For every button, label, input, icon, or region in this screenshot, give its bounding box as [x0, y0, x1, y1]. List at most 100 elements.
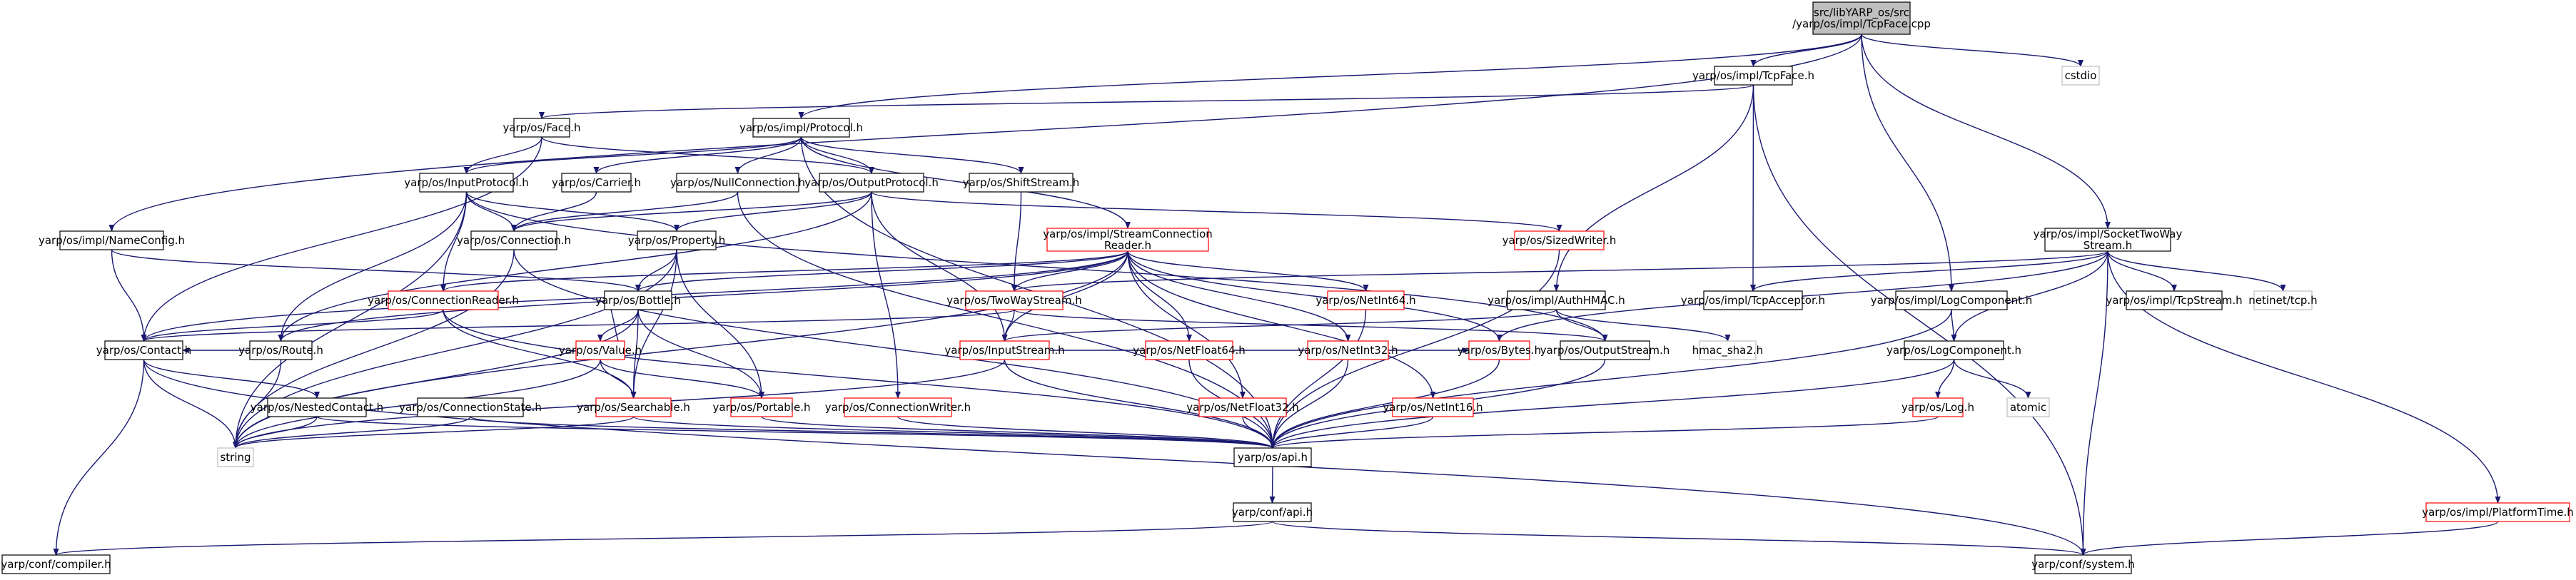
node-inputstream-h[interactable]: yarp/os/InputStream.h [944, 340, 1065, 360]
edge-streamconnreader_h-to-netfloat32_h [1127, 250, 1246, 399]
edge-protocol_h-to-shiftstream_h [800, 136, 1024, 174]
edge-searchable_h-to-string [233, 416, 635, 449]
node-label: yarp/os/ConnectionWriter.h [825, 401, 971, 414]
node-box [1514, 230, 1605, 250]
node-compiler-h[interactable]: yarp/conf/compiler.h [1, 554, 111, 574]
node-box [2006, 397, 2050, 417]
node-label: yarp/os/InputStream.h [944, 344, 1064, 357]
node-label: yarp/os/impl/TcpStream.h [2106, 294, 2242, 307]
edge-netint64_h-to-api_h [1270, 309, 1367, 449]
node-tcpface-h[interactable]: yarp/os/impl/TcpFace.h [1692, 66, 1814, 86]
node-label: yarp/os/impl/Protocol.h [739, 121, 863, 134]
node-outputstream-h[interactable]: yarp/os/OutputStream.h [1540, 340, 1670, 360]
edge-bottle_h-to-string [233, 309, 639, 449]
node-portable-h[interactable]: yarp/os/Portable.h [713, 397, 811, 417]
edge-tcpface_h-to-face_h [539, 84, 1754, 119]
edge-face_h-to-inputprotocol_h [463, 136, 542, 174]
node-label: /yarp/os/impl/TcpFace.cpp [1792, 18, 1931, 31]
edge-streamconnreader_h-to-netint32_h [1127, 250, 1351, 342]
edge-bottle_h-to-portable_h [637, 309, 764, 399]
node-label: yarp/os/Contact.h [96, 344, 192, 357]
node-carrier-h[interactable]: yarp/os/Carrier.h [552, 173, 641, 193]
node-connectionreader-h[interactable]: yarp/os/ConnectionReader.h [368, 290, 519, 310]
node-nameconfig-h[interactable]: yarp/os/impl/NameConfig.h [39, 230, 185, 250]
node-connection-h[interactable]: yarp/os/Connection.h [457, 230, 571, 250]
node-implogcomponent-h[interactable]: yarp/os/impl/LogComponent.h [1871, 290, 2033, 310]
node-shiftstream-h[interactable]: yarp/os/ShiftStream.h [963, 173, 1080, 193]
node-nullconnection-h[interactable]: yarp/os/NullConnection.h [670, 173, 805, 193]
node-netint16-h[interactable]: yarp/os/NetInt16.h [1383, 397, 1483, 417]
node-platformtime-h[interactable]: yarp/os/impl/PlatformTime.h [2422, 502, 2574, 522]
node-value-h[interactable]: yarp/os/Value.h [559, 340, 642, 360]
node-api-h[interactable]: yarp/os/api.h [1233, 447, 1312, 467]
node-bytes-h[interactable]: yarp/os/Bytes.h [1458, 340, 1541, 360]
edge-connectionstate_h-to-string [233, 416, 471, 449]
node-sizedwriter-h[interactable]: yarp/os/SizedWriter.h [1502, 230, 1617, 250]
edge-root-to-cstdio [1861, 34, 2083, 67]
edge-outputprotocol_h-to-sizedwriter_h [871, 191, 1562, 232]
node-tcpacceptor-h[interactable]: yarp/os/impl/TcpAcceptor.h [1681, 290, 1825, 310]
node-contact-h[interactable]: yarp/os/Contact.h [96, 340, 192, 360]
node-box [819, 173, 924, 193]
node-box [752, 118, 850, 138]
node-label: Reader.h [1104, 239, 1151, 252]
node-label: yarp/os/impl/NameConfig.h [39, 234, 185, 247]
node-authhmac-h[interactable]: yarp/os/impl/AuthHMAC.h [1487, 290, 1625, 310]
node-label: string [220, 451, 251, 464]
edge-authhmac_h-to-hmac_sha2_h [1555, 309, 1731, 342]
edge-sockettwoway_h-to-twowaystream_h [1011, 250, 2108, 292]
edge-sockettwoway_h-to-tcpacceptor_h [1750, 250, 2108, 292]
node-netint32-h[interactable]: yarp/os/NetInt32.h [1298, 340, 1398, 360]
node-box [1912, 397, 1964, 417]
edge-sockettwoway_h-to-tcpstream_h [2107, 250, 2177, 292]
edge-sockettwoway_h-to-netinet_tcp_h [2107, 250, 2286, 292]
node-label: yarp/os/NetInt32.h [1298, 344, 1398, 357]
node-box [965, 290, 1064, 310]
node-label: yarp/os/OutputProtocol.h [804, 176, 939, 189]
node-label: yarp/os/Connection.h [457, 234, 571, 247]
node-searchable-h[interactable]: yarp/os/Searchable.h [577, 397, 690, 417]
node-bottle-h[interactable]: yarp/os/Bottle.h [595, 290, 681, 310]
node-system-h[interactable]: yarp/conf/system.h [2031, 554, 2135, 574]
node-label: yarp/os/NetInt16.h [1383, 401, 1483, 414]
node-netfloat64-h[interactable]: yarp/os/NetFloat64.h [1133, 340, 1246, 360]
node-log-h[interactable]: yarp/os/Log.h [1901, 397, 1974, 417]
node-protocol-h[interactable]: yarp/os/impl/Protocol.h [739, 118, 863, 138]
node-label: yarp/os/LogComponent.h [1886, 344, 2021, 357]
edge-tcpface_h-to-tcpacceptor_h [1750, 84, 1757, 292]
node-netint64-h[interactable]: yarp/os/NetInt64.h [1315, 290, 1416, 310]
edge-face_h-to-contact_h [141, 136, 542, 342]
edge-property_h-to-portable_h [676, 249, 764, 399]
node-logcomponent-h[interactable]: yarp/os/LogComponent.h [1886, 340, 2021, 360]
edge-connectionstate_h-to-api_h [470, 416, 1276, 449]
edge-streamconnreader_h-to-connectionreader_h [440, 250, 1128, 292]
node-box [267, 397, 367, 417]
node-box [217, 447, 254, 467]
edge-value_h-to-searchable_h [600, 359, 637, 399]
edge-platformtime_h-to-system_h [2080, 521, 2499, 556]
node-nestedcontact-h[interactable]: yarp/os/NestedContact.h [251, 397, 383, 417]
node-netfloat32-h[interactable]: yarp/os/NetFloat32.h [1186, 397, 1299, 417]
node-twowaystream-h[interactable]: yarp/os/TwoWayStream.h [946, 290, 1082, 310]
node-conf-api-h[interactable]: yarp/conf/api.h [1232, 502, 1313, 522]
node-label: yarp/os/Bottle.h [595, 294, 681, 307]
node-outputprotocol-h[interactable]: yarp/os/OutputProtocol.h [804, 173, 939, 193]
node-box [1468, 340, 1530, 360]
node-property-h[interactable]: yarp/os/Property.h [628, 230, 725, 250]
node-tcpstream-h[interactable]: yarp/os/impl/TcpStream.h [2106, 290, 2243, 310]
node-connectionstate-h[interactable]: yarp/os/ConnectionState.h [399, 397, 542, 417]
node-inputprotocol-h[interactable]: yarp/os/InputProtocol.h [404, 173, 529, 193]
edge-sockettwoway_h-to-logcomponent_h [1951, 250, 2108, 342]
node-box [2061, 66, 2100, 86]
edge-outputprotocol_h-to-connectionwriter_h [871, 191, 901, 399]
node-box [2126, 290, 2223, 310]
node-label: yarp/os/NestedContact.h [251, 401, 383, 414]
node-box [637, 230, 717, 250]
node-connectionwriter-h[interactable]: yarp/os/ConnectionWriter.h [825, 397, 971, 417]
node-route-h[interactable]: yarp/os/Route.h [238, 340, 323, 360]
node-cstdio: cstdio [2061, 66, 2100, 86]
node-face-h[interactable]: yarp/os/Face.h [502, 118, 581, 138]
edge-searchable_h-to-api_h [632, 416, 1276, 449]
